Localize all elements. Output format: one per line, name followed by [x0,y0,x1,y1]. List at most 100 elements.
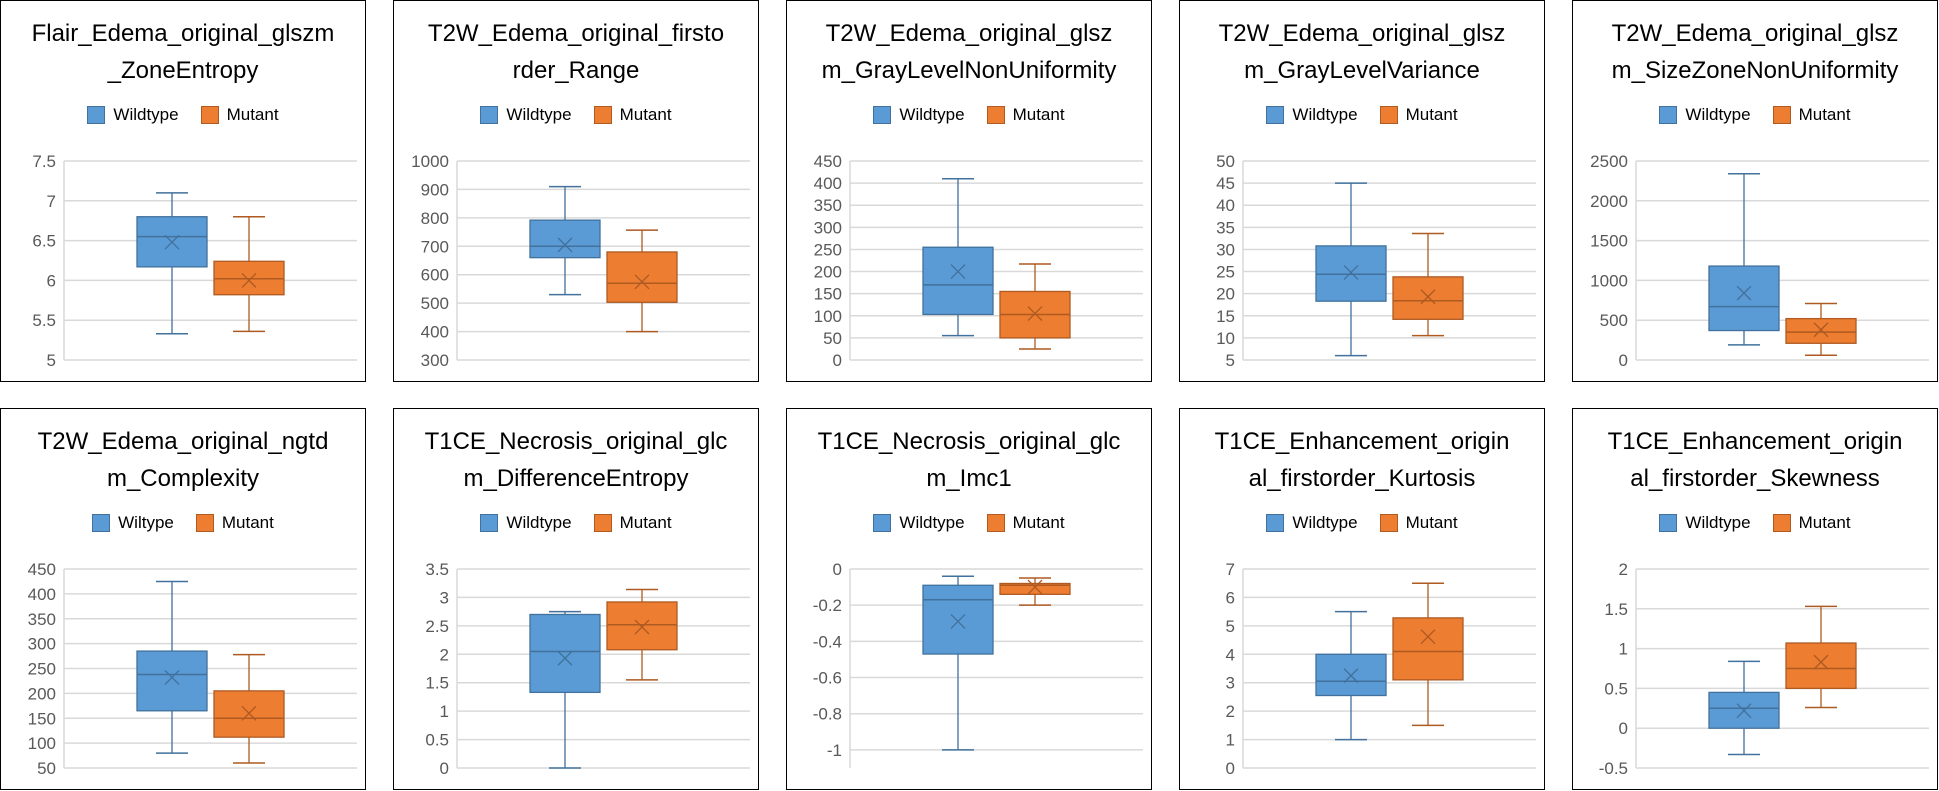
legend: Wildtype Mutant [394,513,758,533]
y-tick-label: 2 [440,645,449,664]
y-tick-label: 1000 [1590,271,1628,290]
y-tick-label: 200 [28,684,56,703]
y-tick-label: -0.8 [813,705,842,724]
legend-item: Wildtype [1266,513,1358,533]
y-tick-label: 250 [28,660,56,679]
legend-label: Wildtype [1685,513,1751,532]
mean-marker [241,705,257,721]
y-tick-label: 2.5 [425,617,449,636]
legend-swatch [1379,106,1398,124]
legend-label: Mutant [1012,105,1065,124]
legend-label: Wildtype [1685,105,1751,124]
mean-marker [1343,264,1359,280]
mean-marker [1420,289,1436,305]
y-tick-label: 45 [1216,174,1235,193]
y-tick-label: 350 [814,196,842,215]
legend-label: Wildtype [899,513,965,532]
iqr-box [1392,276,1464,320]
legend-swatch [986,106,1005,124]
y-tick-label: 6.5 [32,232,56,251]
iqr-box [606,251,678,303]
legend-item: Wildtype [480,513,572,533]
legend-item: Wildtype [1659,513,1751,533]
chart-title-line: al_firstorder_Skewness [1630,465,1880,492]
y-tick-label: 2500 [1590,152,1628,171]
legend-swatch [1659,106,1678,124]
y-tick-label: 5 [1226,617,1235,636]
legend-label: Mutant [1012,513,1065,532]
mean-marker [164,669,180,685]
chart-title-line: T2W_Edema_original_ngtd [37,428,329,455]
legend-swatch [195,514,214,532]
y-tick-label: 5 [1226,351,1235,370]
iqr-box [213,690,285,738]
legend: Wildtype Mutant [1573,513,1937,533]
legend-label: Mutant [221,513,274,532]
y-tick-label: 1 [1226,731,1235,750]
y-tick-label: 1.5 [1604,600,1628,619]
y-tick-label: 3.5 [425,560,449,579]
legend: Wildtype Mutant [787,513,1151,533]
mean-marker [164,234,180,250]
legend-swatch [986,514,1005,532]
wildtype-box [136,580,208,754]
y-tick-label: 50 [1216,152,1235,171]
y-tick-label: 2 [1619,560,1628,579]
legend-item: Mutant [593,105,672,125]
legend-swatch [480,106,499,124]
wildtype-box [1708,660,1780,756]
chart-title-line: rder_Range [512,57,640,84]
legend-label: Mutant [1405,105,1458,124]
wildtype-box [922,177,994,337]
legend-label: Wiltype [118,513,174,532]
chart-title-line: T1CE_Necrosis_original_glc [817,428,1121,455]
chart-title: Flair_Edema_original_glszm_ZoneEntropy [1,15,365,89]
y-tick-label: 250 [814,240,842,259]
y-tick-label: 0 [833,560,842,579]
legend-label: Mutant [619,513,672,532]
y-tick-label: 0 [1619,719,1628,738]
mean-marker [950,264,966,280]
legend-label: Wildtype [899,105,965,124]
y-tick-label: -0.4 [813,632,842,651]
legend-label: Mutant [1405,513,1458,532]
y-tick-label: -0.2 [813,596,842,615]
chart-title-line: T1CE_Enhancement_origin [1607,428,1903,455]
legend-label: Mutant [619,105,672,124]
y-tick-label: 10 [1216,329,1235,348]
mean-marker [634,274,650,290]
chart-title: T1CE_Enhancement_origin al_firstorder_Ske… [1573,423,1937,497]
plot-area: -1-0.8-0.6-0.4-0.20 [813,560,1143,768]
legend-label: Mutant [1798,513,1851,532]
y-tick-label: 1 [440,702,449,721]
y-tick-label: 7 [1226,560,1235,579]
legend-swatch [480,514,499,532]
mean-marker [1027,306,1043,322]
legend: Wiltype Mutant [1,513,365,533]
mutant-box [1785,605,1857,709]
legend-item: Wiltype [92,513,174,533]
y-tick-label: 600 [421,266,449,285]
legend-swatch [1772,106,1791,124]
mean-marker [1736,285,1752,301]
legend-item: Mutant [1379,105,1458,125]
chart-title-line: m_Complexity [106,465,260,492]
y-tick-label: 3 [440,588,449,607]
mean-marker [241,272,257,288]
chart-title-line: T2W_Edema_original_firsto [427,20,725,47]
y-tick-label: 400 [814,174,842,193]
legend-swatch [593,514,612,532]
legend-swatch [92,514,111,532]
y-tick-label: 300 [814,218,842,237]
y-tick-label: 15 [1216,307,1235,326]
y-tick-label: 6 [1226,588,1235,607]
